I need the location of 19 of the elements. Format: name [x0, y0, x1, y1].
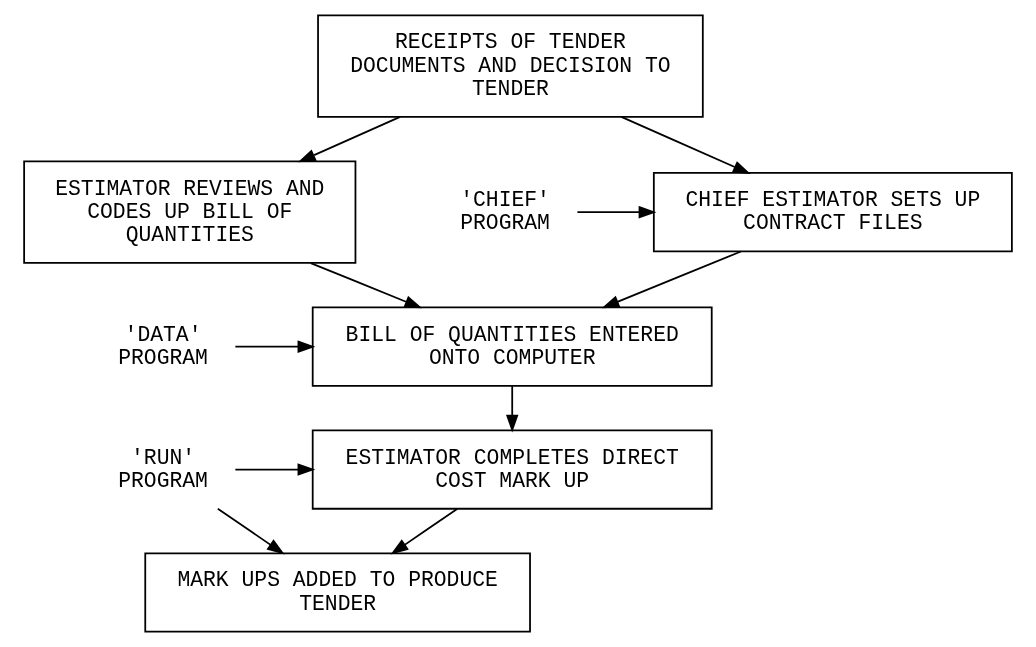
node-text: 'CHIEF' PROGRAM	[460, 188, 550, 236]
arrow	[505, 385, 519, 433]
node-text: 'RUN' PROGRAM	[118, 445, 208, 493]
arrow	[601, 250, 742, 309]
arrow	[297, 116, 401, 163]
arrow	[576, 205, 657, 219]
node-text: 'DATA' PROGRAM	[118, 322, 208, 370]
node-box: BILL OF QUANTITIES ENTERED ONTO COMPUTER	[311, 306, 713, 387]
arrow	[234, 340, 316, 353]
node-box: MARK UPS ADDED TO PRODUCE TENDER	[144, 552, 531, 633]
node-box: ESTIMATOR REVIEWS AND CODES UP BILL OF QUANTITIES	[23, 160, 357, 264]
node-box: RECEIPTS OF TENDER DOCUMENTS AND DECISION TO TENDER	[317, 14, 704, 118]
arrow	[620, 116, 751, 175]
arrow	[216, 507, 285, 555]
arrow	[309, 262, 423, 309]
arrow	[390, 507, 459, 555]
node-box: CHIEF ESTIMATOR SETS UP CONTRACT FILES	[652, 172, 1013, 253]
node-box: ESTIMATOR COMPLETES DIRECT COST MARK UP	[311, 429, 713, 510]
arrow	[234, 463, 316, 476]
